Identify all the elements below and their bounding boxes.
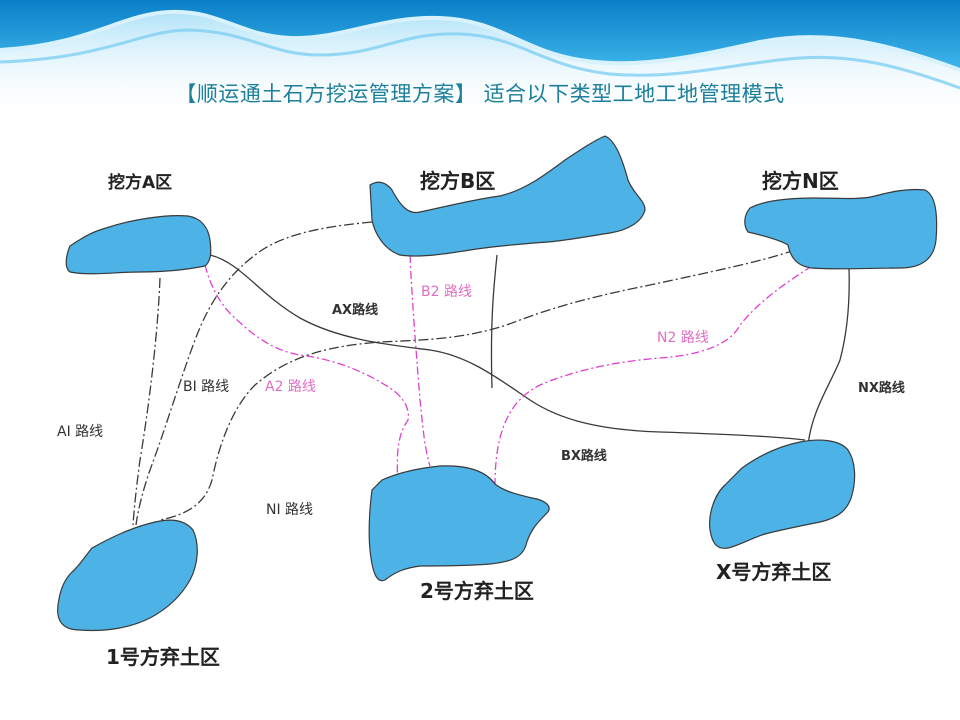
route-a2-line bbox=[204, 264, 410, 486]
dump-area-1-label: 1号方弃土区 bbox=[106, 645, 220, 669]
dig-area-a-region bbox=[65, 215, 212, 275]
route-bx-line bbox=[490, 254, 498, 389]
dig-area-n-region bbox=[744, 188, 938, 270]
route-nx-label: NX路线 bbox=[858, 380, 905, 396]
dump-area-2-region bbox=[368, 465, 550, 582]
dump-area-1-region bbox=[57, 519, 198, 632]
route-ai-label: AI 路线 bbox=[57, 424, 103, 440]
route-bi-label: BI 路线 bbox=[183, 379, 229, 395]
route-ni-line bbox=[159, 249, 796, 521]
route-ai-line bbox=[132, 277, 161, 526]
route-n2-line bbox=[494, 265, 813, 486]
dig-area-b-region bbox=[369, 135, 646, 257]
route-nx-line bbox=[807, 267, 850, 446]
dump-area-x-label: X号方弃土区 bbox=[716, 560, 831, 584]
route-ax-line bbox=[209, 254, 806, 441]
dig-area-b-label: 挖方B区 bbox=[420, 169, 495, 193]
route-n2-label: N2 路线 bbox=[657, 330, 709, 346]
route-bi-line bbox=[135, 221, 373, 526]
header-wave-banner bbox=[0, 0, 960, 120]
dig-area-n-label: 挖方N区 bbox=[762, 169, 839, 193]
page-title: 【顺运通土石方挖运管理方案】 适合以下类型工地工地管理模式 bbox=[175, 82, 785, 106]
route-bx-label: BX路线 bbox=[561, 448, 607, 464]
dump-area-2-label: 2号方弃土区 bbox=[420, 579, 534, 603]
dig-area-a-label: 挖方A区 bbox=[108, 172, 172, 193]
route-b2-label: B2 路线 bbox=[421, 284, 472, 300]
dump-area-x-region bbox=[709, 439, 856, 549]
route-b2-line bbox=[409, 254, 431, 467]
route-a2-label: A2 路线 bbox=[265, 379, 316, 395]
route-ni-label: NI 路线 bbox=[266, 502, 313, 518]
route-ax-label: AX路线 bbox=[332, 302, 378, 318]
